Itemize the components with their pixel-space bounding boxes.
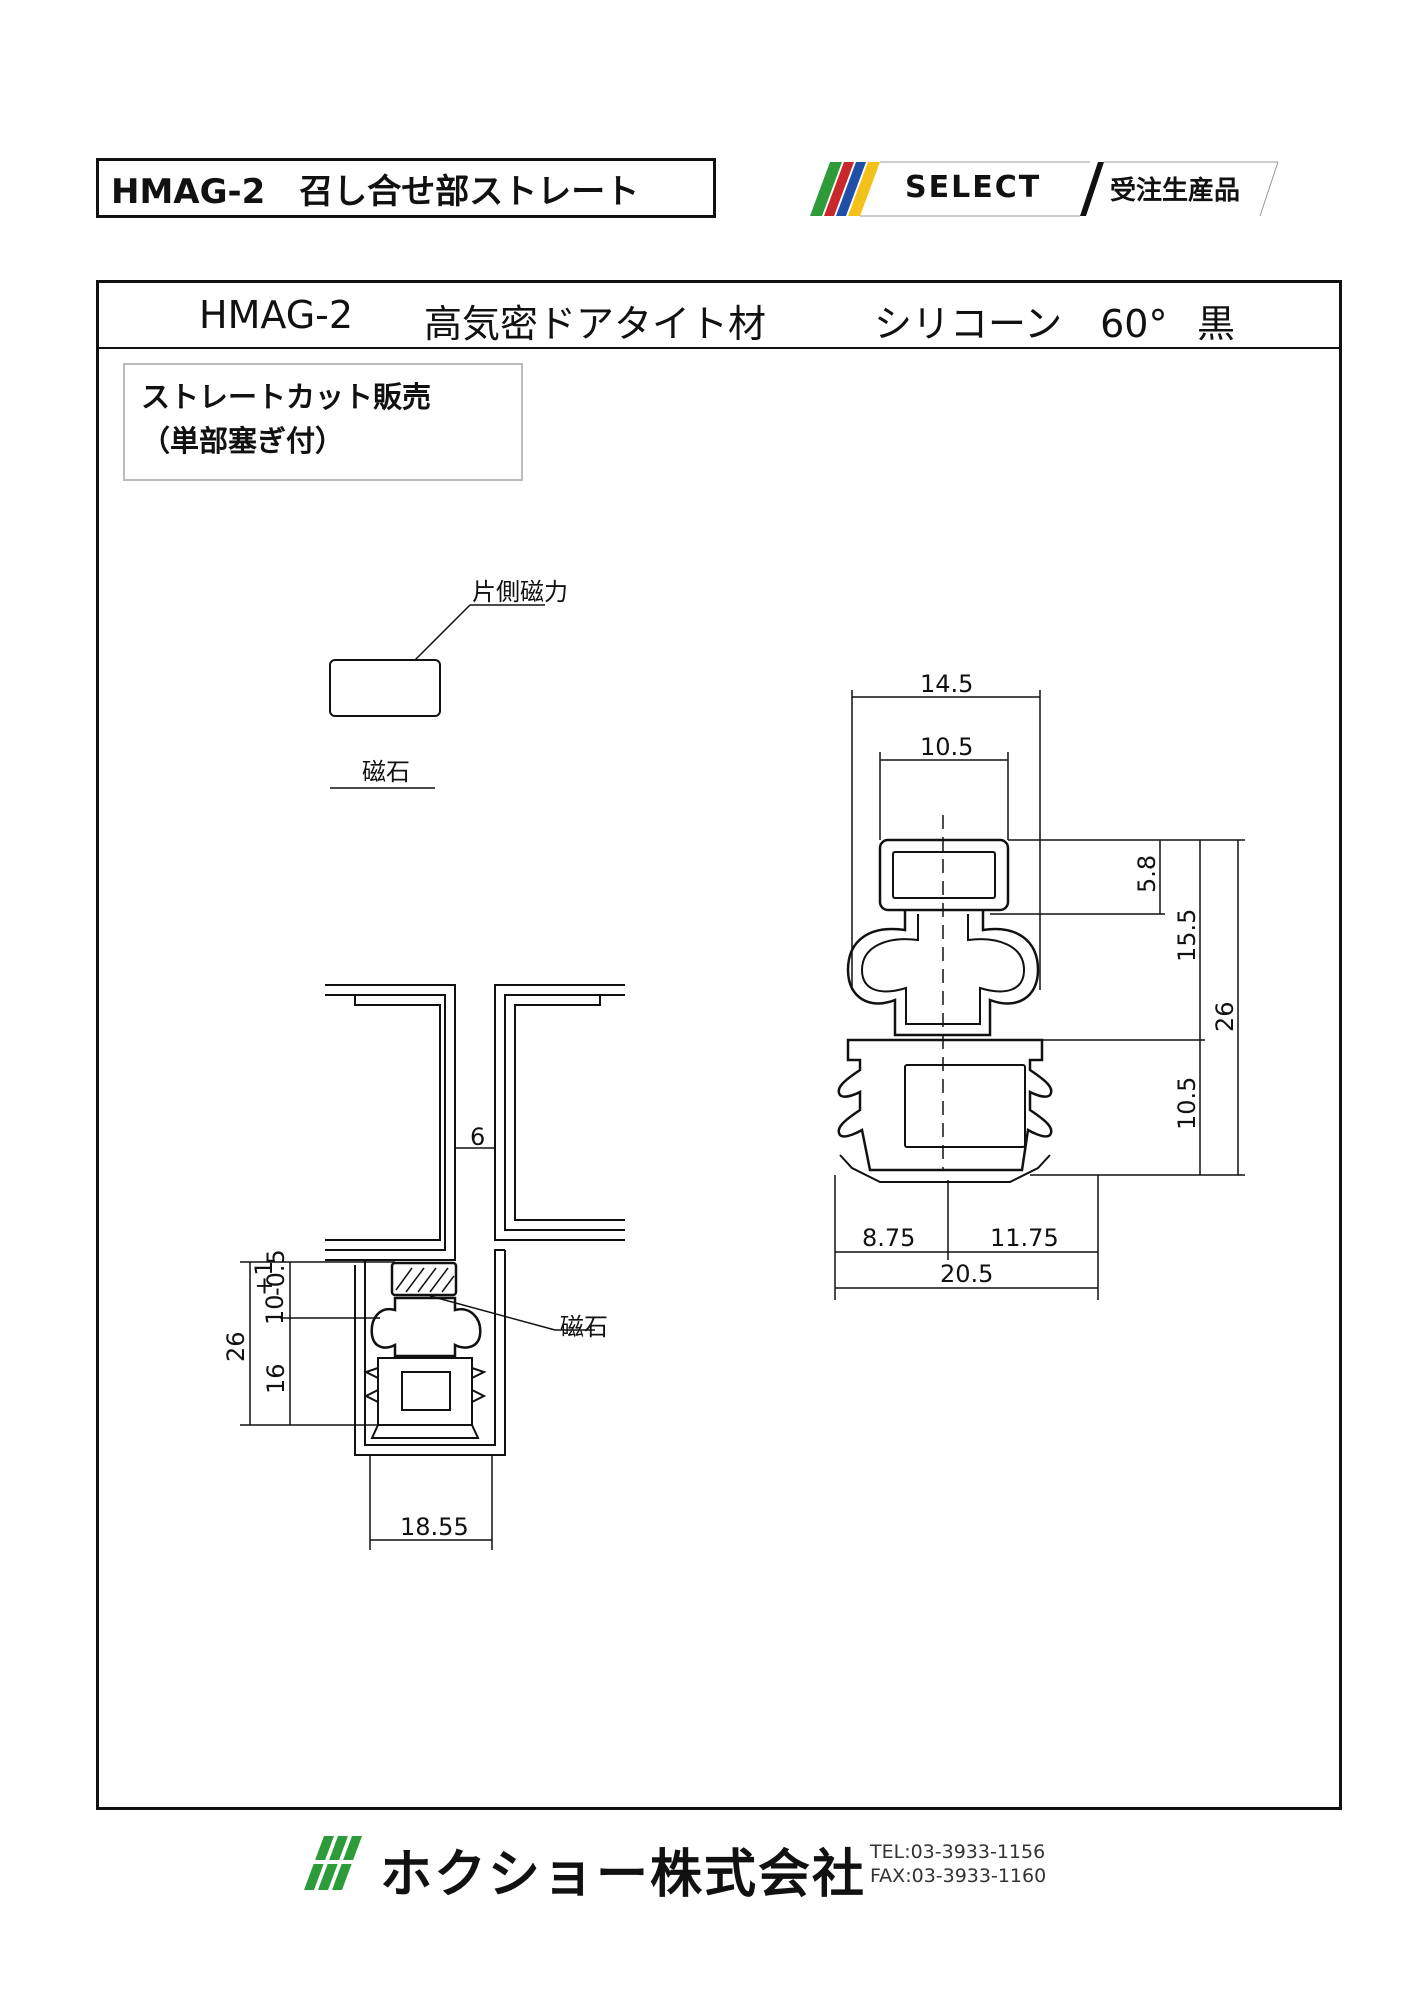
dim-total-left: 26 [222,1331,250,1362]
dim-h-total: 26 [1211,1001,1239,1032]
sales-note-line2: （単部塞ぎ付） [141,424,345,458]
company-name: ホクショー株式会社 [380,1845,867,1905]
header-material: シリコーン 60° [874,302,1168,346]
select-label: SELECT [905,170,1042,205]
dim-w-total: 20.5 [940,1260,993,1288]
dim-h-mid: 15.5 [1173,909,1201,962]
sales-note: ストレートカット販売 （単部塞ぎ付） [123,363,523,481]
spec-header: HMAG-2 高気密ドアタイト材 シリコーン 60° 黒 [99,283,1339,349]
magnet-label: 磁石 [362,758,410,786]
company-tel: TEL:03-3933-1156 [870,1841,1046,1863]
company-contact: TEL:03-3933-1156 FAX:03-3933-1160 [870,1840,1046,1888]
drawing-frame: HMAG-2 高気密ドアタイト材 シリコーン 60° 黒 ストレートカット販売 … [96,280,1342,1810]
dim-h-low: 10.5 [1173,1077,1201,1130]
dim-lower: 16 [262,1363,290,1394]
magnet-shape [329,659,441,717]
company-fax: FAX:03-3933-1160 [870,1865,1047,1887]
header-model: HMAG-2 [199,293,354,337]
magnet-side-label: 片側磁力 [472,578,568,606]
select-badge: SELECT 受注生産品 [790,160,1290,222]
dim-width-left: 18.55 [400,1513,469,1541]
left-section-drawing [325,984,625,1456]
company-footer: ホクショー株式会社 TEL:03-3933-1156 FAX:03-3933-1… [300,1832,1120,1905]
magnet-callout-label: 磁石 [560,1313,608,1341]
dim-gap: 6 [470,1123,485,1151]
magnet-leader [414,604,471,661]
company-logo-icon [300,1836,366,1890]
right-dimensions [834,690,1245,1300]
header-product: 高気密ドアタイト材 [424,302,767,346]
dim-h-top: 5.8 [1133,855,1161,893]
dim-w-right: 11.75 [990,1224,1059,1252]
right-profile-drawing [837,815,1053,1183]
order-made-label: 受注生産品 [1110,176,1241,206]
left-dimensions [240,1147,495,1550]
stripe-logo-icon [810,161,1279,217]
dim-w-outer: 14.5 [920,670,973,698]
dim-w-left: 8.75 [862,1224,915,1252]
dim-top: 10 [261,1294,289,1325]
header-color: 黒 [1197,302,1236,346]
dim-tol-minus: -0.5 [262,1249,290,1296]
dim-tol-plus: +1 [250,1261,278,1296]
sales-note-line1: ストレートカット販売 [141,380,432,414]
document-title: HMAG-2 召し合せ部ストレート [96,158,716,218]
dim-w-inner: 10.5 [920,733,973,761]
